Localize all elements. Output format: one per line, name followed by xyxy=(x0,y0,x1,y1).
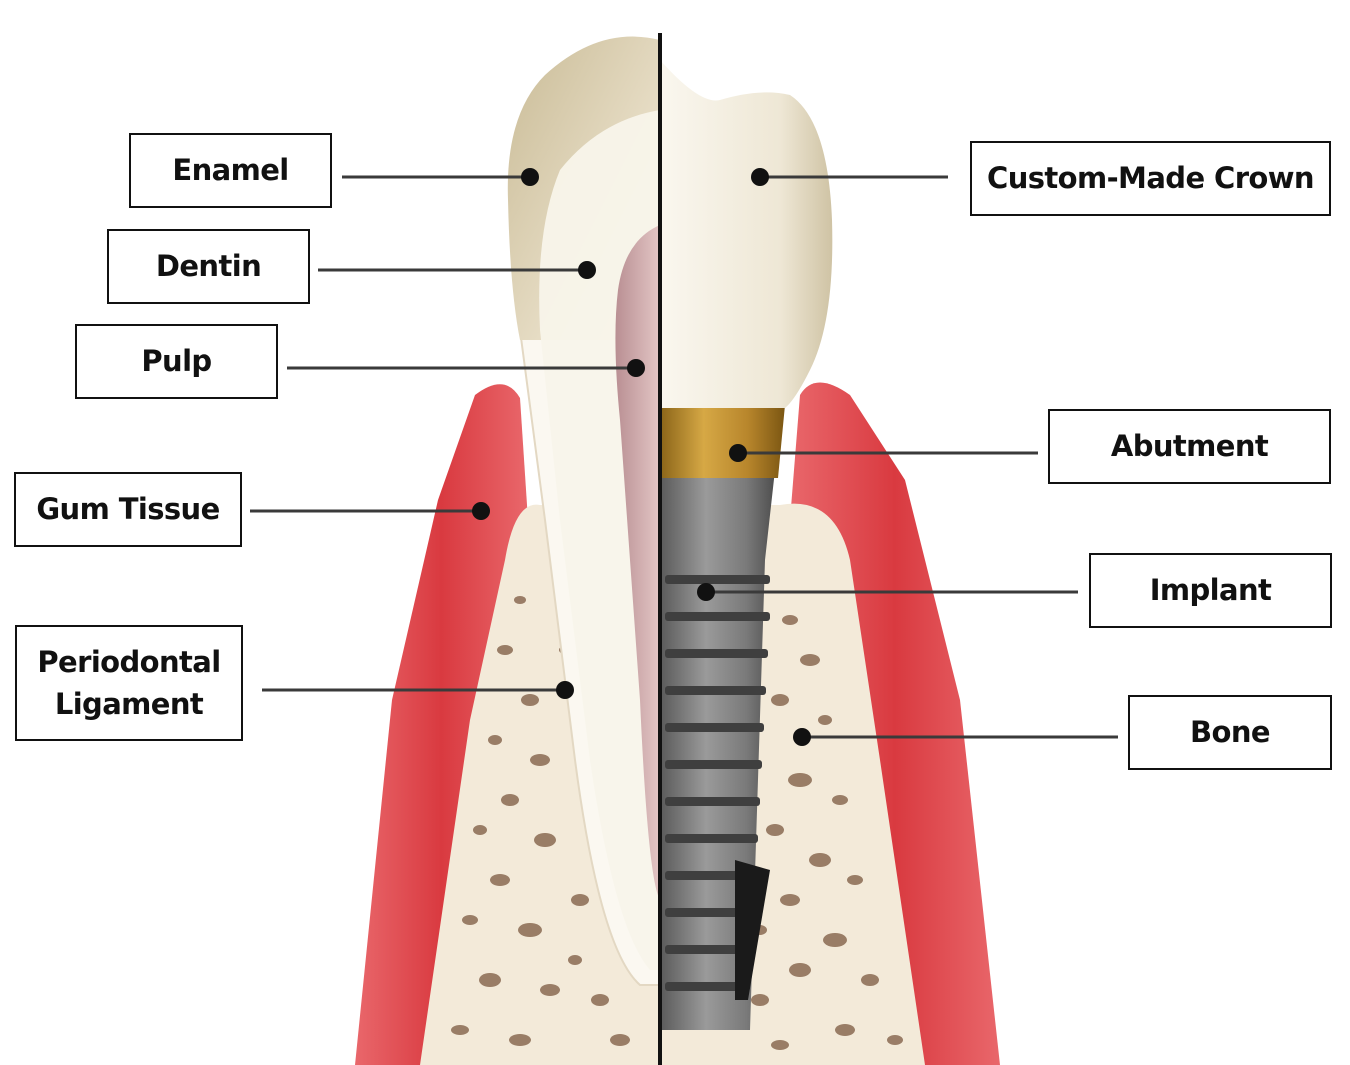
label-implant: Implant xyxy=(1089,553,1332,628)
label-bone-text: Bone xyxy=(1190,711,1270,753)
label-gum-tissue: Gum Tissue xyxy=(14,472,242,547)
label-abutment-text: Abutment xyxy=(1111,425,1268,467)
label-periodontal-ligament: Periodontal Ligament xyxy=(15,625,243,741)
label-dentin-text: Dentin xyxy=(156,245,261,287)
label-pulp: Pulp xyxy=(75,324,278,399)
label-enamel: Enamel xyxy=(129,133,332,208)
crown-shape xyxy=(660,60,832,408)
label-crown: Custom-Made Crown xyxy=(970,141,1331,216)
label-abutment: Abutment xyxy=(1048,409,1331,484)
label-periodontal-ligament-line1: Periodontal xyxy=(37,641,220,683)
label-bone: Bone xyxy=(1128,695,1332,770)
label-enamel-text: Enamel xyxy=(172,149,288,191)
label-periodontal-ligament-line2: Ligament xyxy=(55,683,203,725)
label-gum-tissue-text: Gum Tissue xyxy=(36,488,219,530)
label-dentin: Dentin xyxy=(107,229,310,304)
label-pulp-text: Pulp xyxy=(141,340,211,382)
label-implant-text: Implant xyxy=(1150,569,1272,611)
label-crown-text: Custom-Made Crown xyxy=(987,157,1314,199)
abutment-shape xyxy=(660,405,785,478)
